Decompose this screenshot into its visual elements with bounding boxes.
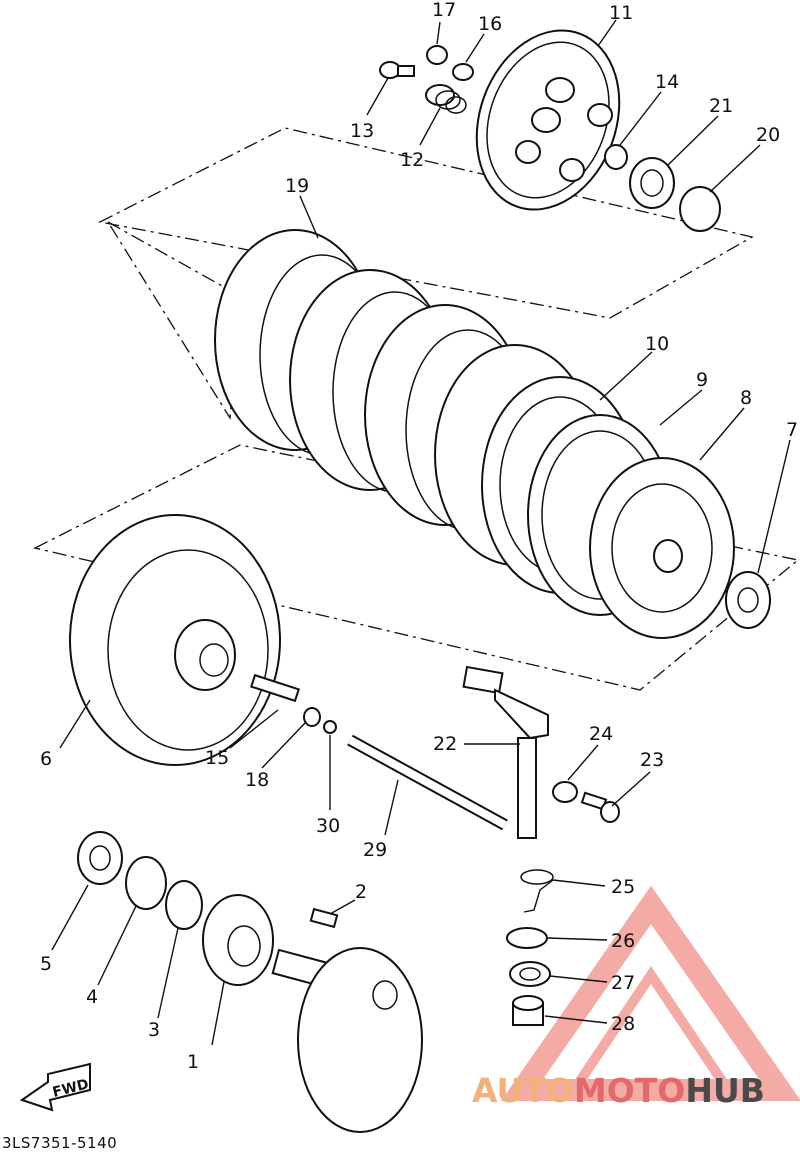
assembly-outline-upper [98, 127, 754, 319]
part-label: 16 [478, 13, 502, 35]
part-label: 2 [355, 881, 367, 903]
part-label: 20 [756, 124, 780, 146]
part-label: 9 [696, 369, 708, 391]
leader-lines [51, 19, 791, 1046]
part-label: 28 [611, 1013, 635, 1035]
gear-1 [202, 894, 274, 986]
part-label: 5 [40, 953, 52, 975]
bolt-23 [580, 791, 620, 823]
watermark-text: AUTOMOTOHUB [472, 1071, 765, 1110]
watermark-auto: AUTO [472, 1071, 574, 1110]
ball [323, 720, 337, 734]
part-label: 26 [611, 930, 635, 952]
push-lever-shaft [462, 665, 549, 839]
push-rod-nut [604, 144, 628, 170]
circlip-26 [506, 927, 548, 949]
washer-24 [552, 781, 578, 803]
clutch-boss [589, 457, 735, 639]
push-rod-long [347, 734, 508, 831]
part-label: 13 [350, 120, 374, 142]
part-label: 12 [400, 149, 424, 171]
part-label: 1 [187, 1051, 199, 1073]
clutch-bolt [379, 61, 415, 79]
part-label: 30 [316, 815, 340, 837]
part-label: 19 [285, 175, 309, 197]
part-label: 22 [433, 733, 457, 755]
part-label: 4 [86, 986, 98, 1008]
pressure-spring [425, 84, 467, 114]
push-rod-short [250, 673, 300, 703]
part-label: 3 [148, 1019, 160, 1041]
bearing-28 [512, 995, 544, 1026]
spacer-5 [77, 831, 123, 885]
watermark-moto: MOTO [574, 1071, 685, 1110]
spring-25 [520, 869, 554, 885]
lock-washer [679, 186, 721, 232]
fwd-arrow-icon: FWD [19, 1062, 91, 1112]
push-rod-seal [303, 707, 321, 727]
watermark-hub: HUB [685, 1071, 765, 1110]
part-label: 23 [640, 749, 664, 771]
part-label: 8 [740, 387, 752, 409]
part-label: 29 [363, 839, 387, 861]
crankshaft [271, 947, 423, 1133]
drawing-code: 3LS7351-5140 [2, 1134, 117, 1152]
assembly-outline-middle [107, 221, 241, 421]
part-label: 6 [40, 748, 52, 770]
part-label: 10 [645, 333, 669, 355]
part-label: 17 [432, 0, 456, 21]
nut [426, 45, 448, 65]
primary-driven-gear [69, 514, 281, 766]
part-label: 11 [609, 2, 633, 24]
oil-seal-27 [509, 961, 551, 987]
part-label: 24 [589, 723, 613, 745]
part-labels: 1 2 3 4 5 6 7 8 9 10 11 12 13 14 15 16 1… [40, 0, 798, 1073]
part-label: 27 [611, 972, 635, 994]
circlip [725, 571, 771, 629]
part-label: 14 [655, 71, 679, 93]
pressure-plate [475, 29, 621, 211]
watermark-logo-icon [500, 885, 800, 1101]
bearing [629, 157, 675, 209]
part-label: 21 [709, 95, 733, 117]
part-label: 15 [205, 747, 229, 769]
part-label: 18 [245, 769, 269, 791]
thrust-washer-4 [125, 856, 167, 910]
washer [452, 63, 474, 81]
part-label: 7 [786, 419, 798, 441]
part-label: 25 [611, 876, 635, 898]
circlip-3 [165, 880, 203, 930]
